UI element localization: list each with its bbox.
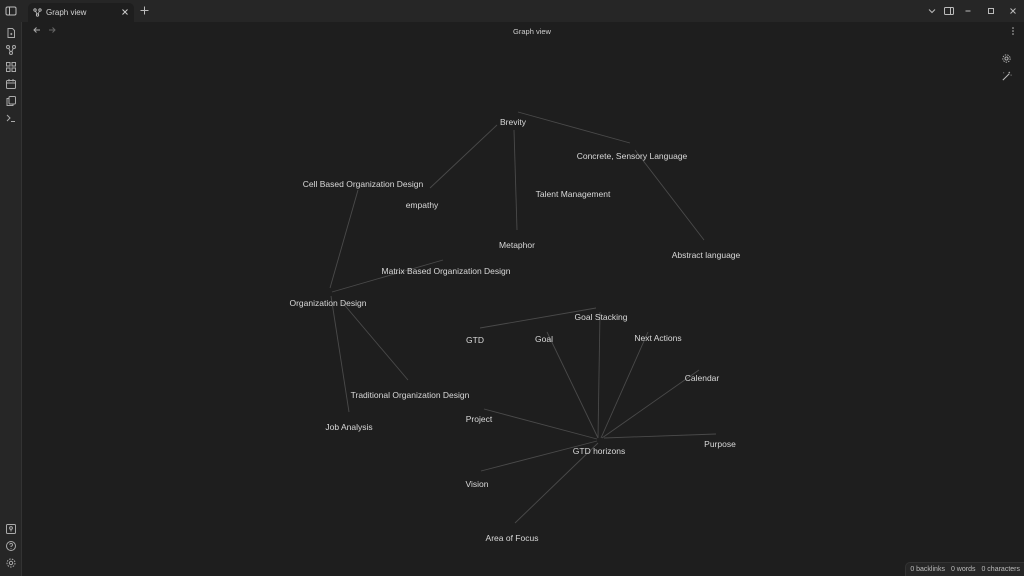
graph-edge <box>546 331 599 439</box>
daily-note-icon[interactable] <box>5 78 17 90</box>
graph-node-traditional[interactable]: Traditional Organization Design <box>350 390 470 400</box>
help-icon[interactable] <box>5 540 17 552</box>
minimize-icon[interactable] <box>962 5 974 17</box>
vault-switcher-icon[interactable] <box>5 523 17 535</box>
maximize-icon[interactable] <box>985 5 997 17</box>
command-palette-icon[interactable] <box>5 112 17 124</box>
graph-edge <box>483 408 598 440</box>
graph-node-metaphor[interactable]: Metaphor <box>499 240 535 250</box>
arrow-right-icon[interactable] <box>47 25 57 35</box>
graph-node-purpose[interactable]: Purpose <box>704 439 736 449</box>
settings-icon[interactable] <box>5 557 17 569</box>
graph-node-gtdhorizons[interactable]: GTD horizons <box>572 446 626 456</box>
graph-node-cell[interactable]: Cell Based Organization Design <box>302 179 424 189</box>
graph-node-talent[interactable]: Talent Management <box>535 189 611 199</box>
quick-switcher-icon[interactable] <box>5 27 17 39</box>
graph-edge <box>600 331 649 439</box>
tab-label: Graph view <box>46 8 87 17</box>
status-bar: 0 backlinks 0 words 0 characters <box>905 562 1024 576</box>
graph-node-matrix[interactable]: Matrix Based Organization Design <box>381 266 511 276</box>
sidebar-left-toggle-icon[interactable] <box>4 4 18 18</box>
graph-node-vision[interactable]: Vision <box>465 479 489 489</box>
graph-node-concrete[interactable]: Concrete, Sensory Language <box>576 151 688 161</box>
arrow-left-icon[interactable] <box>32 25 42 35</box>
graph-edge <box>634 149 705 241</box>
graph-edge <box>341 301 409 381</box>
tab-graph-view[interactable]: Graph view <box>28 3 134 22</box>
chevron-down-icon[interactable] <box>926 5 938 17</box>
close-tab-icon[interactable] <box>120 7 130 17</box>
graph-node-nextactions[interactable]: Next Actions <box>634 333 682 343</box>
graph-node-goalstacking[interactable]: Goal Stacking <box>574 312 628 322</box>
graph-node-empathy[interactable]: empathy <box>405 200 439 210</box>
character-count: 0 characters <box>981 566 1020 573</box>
word-count: 0 words <box>950 566 976 573</box>
graph-edge <box>514 442 599 524</box>
close-window-icon[interactable] <box>1007 5 1019 17</box>
graph-node-goal[interactable]: Goal <box>535 334 553 344</box>
graph-settings-icon[interactable] <box>1001 53 1012 64</box>
backlinks-count[interactable]: 0 backlinks <box>910 566 945 573</box>
animate-wand-icon[interactable] <box>1001 71 1012 82</box>
graph-edge <box>601 369 700 439</box>
graph-node-areaoffocus[interactable]: Area of Focus <box>485 533 539 543</box>
graph-edge <box>517 111 631 144</box>
graph-node-brevity[interactable]: Brevity <box>500 117 526 127</box>
graph-node-jobanalysis[interactable]: Job Analysis <box>325 422 373 432</box>
new-tab-button[interactable] <box>139 5 150 16</box>
graph-edge <box>597 311 601 439</box>
graph-node-calendar[interactable]: Calendar <box>684 373 720 383</box>
graph-edge <box>513 129 518 231</box>
graph-edge <box>480 440 598 472</box>
graph-edge <box>429 124 498 189</box>
graph-edge <box>603 433 717 439</box>
view-title: Graph view <box>513 27 551 36</box>
left-ribbon <box>0 22 22 576</box>
canvas-icon[interactable] <box>5 61 17 73</box>
graph-view-icon[interactable] <box>5 44 17 56</box>
graph-node-project[interactable]: Project <box>465 414 493 424</box>
templates-icon[interactable] <box>5 95 17 107</box>
graph-edge <box>479 307 597 329</box>
graph-edge <box>329 189 359 289</box>
sidebar-right-toggle-icon[interactable] <box>943 5 955 17</box>
graph-node-abstract[interactable]: Abstract language <box>671 250 741 260</box>
graph-node-gtd[interactable]: GTD <box>466 335 484 345</box>
more-options-icon[interactable] <box>1010 26 1016 36</box>
view-header: Graph view <box>23 22 1024 40</box>
graph-edge <box>331 259 444 293</box>
title-bar: Graph view <box>0 0 1024 22</box>
graph-node-orgdesign[interactable]: Organization Design <box>289 298 367 308</box>
graph-edge <box>330 295 350 413</box>
graph-icon <box>33 8 42 17</box>
